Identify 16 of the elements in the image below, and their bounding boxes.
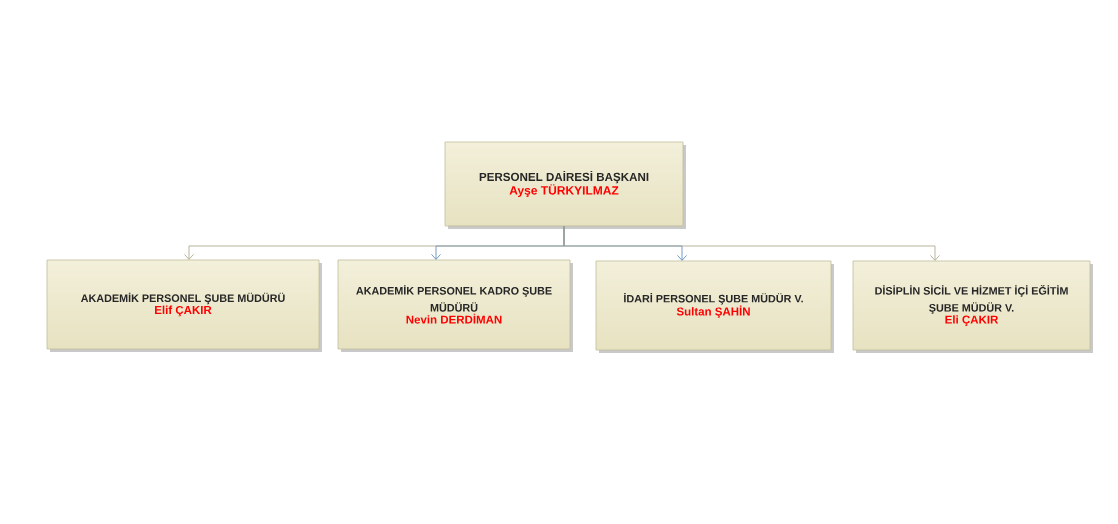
- connector-arrow: [563, 226, 940, 261]
- job-title: DİSİPLİN SİCİL VE HİZMET İÇİ EĞİTİM ŞUBE MÜDÜR V.: [875, 285, 1068, 314]
- job-title: AKADEMİK PERSONEL KADRO ŞUBE MÜDÜRÜ: [356, 285, 552, 312]
- job-title: AKADEMİK PERSONEL ŞUBE MÜDÜRÜ: [81, 292, 285, 305]
- job-title: İDARİ PERSONEL ŞUBE MÜDÜR V.: [624, 293, 803, 305]
- org-box: [337, 259, 573, 352]
- org-box: [595, 260, 834, 353]
- person-name: Sultan ŞAHİN: [676, 305, 750, 318]
- job-title: PERSONEL DAİRESİ BAŞKANI: [479, 170, 649, 184]
- person-name: Ayşe TÜRKYILMAZ: [509, 184, 619, 198]
- person-name: Elif ÇAKIR: [155, 305, 212, 317]
- person-name: Eli ÇAKIR: [945, 315, 999, 326]
- org-box: [46, 259, 322, 352]
- org-box: [444, 141, 686, 229]
- org-box: [852, 260, 1093, 353]
- person-name: Nevin DERDİMAN: [406, 313, 502, 324]
